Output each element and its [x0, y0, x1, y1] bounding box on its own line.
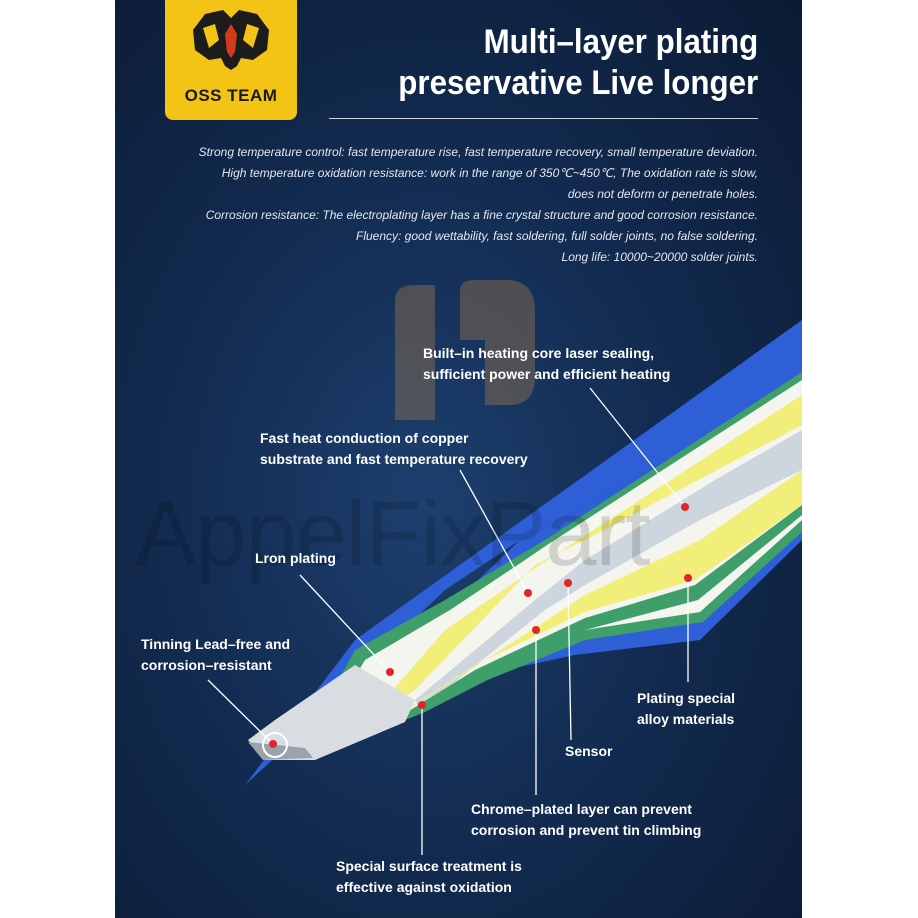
- callout-sensor: Sensor: [565, 741, 612, 762]
- silver-tip: [248, 665, 415, 760]
- spec-line: Long life: 10000~20000 solder joints.: [561, 250, 758, 264]
- watermark-text: AppelFixPart: [135, 483, 651, 585]
- title-divider: [329, 118, 758, 119]
- soldering-tip-illustration: [207, 280, 802, 855]
- callout-copper: Fast heat conduction of copper substrate…: [260, 428, 528, 470]
- callout-line: effective against oxidation: [336, 879, 512, 895]
- title-line-2: preservative Live longer: [398, 64, 758, 102]
- leader-heating-core: [589, 387, 686, 508]
- title-line-1: Multi–layer plating: [483, 23, 758, 61]
- marker-alloy: [684, 574, 692, 582]
- callout-line: Tinning Lead–free and: [141, 636, 291, 652]
- callout-line: Sensor: [565, 743, 613, 759]
- marker-dots: [269, 503, 692, 748]
- callout-surface: Special surface treatment is effective a…: [336, 856, 522, 898]
- copper-core-lower: [375, 470, 802, 730]
- brand-logo: OSS TEAM: [165, 0, 297, 120]
- leader-sensor: [567, 582, 572, 741]
- leader-lines: [207, 387, 689, 855]
- spec-line: High temperature oxidation resistance: w…: [221, 166, 758, 180]
- callout-line: Built–in heating core laser sealing,: [423, 345, 655, 361]
- spec-line: Corrosion resistance: The electroplating…: [205, 208, 758, 222]
- leader-tinning: [207, 679, 274, 745]
- callout-line: Lron plating: [255, 550, 336, 566]
- sensor-channel: [415, 430, 802, 710]
- spec-line: does not deform or penetrate holes.: [567, 187, 758, 201]
- leader-copper: [459, 469, 529, 594]
- watermark-logo-shape: [395, 280, 535, 420]
- callout-line: corrosion and prevent tin climbing: [471, 822, 702, 838]
- spec-line: Strong temperature control: fast tempera…: [198, 145, 758, 159]
- marker-copper: [524, 589, 532, 597]
- leader-iron: [299, 574, 391, 673]
- marker-chrome: [532, 626, 540, 634]
- callout-line: sufficient power and efficient heating: [423, 366, 671, 382]
- spec-list: Strong temperature control: fast tempera…: [118, 142, 758, 268]
- callout-line: Fast heat conduction of copper: [260, 430, 469, 446]
- brand-name: OSS TEAM: [184, 86, 278, 105]
- outer-plating-layer: [245, 320, 802, 785]
- lion-emblem-icon: [193, 10, 269, 70]
- callout-chrome: Chrome–plated layer can prevent corrosio…: [471, 799, 701, 841]
- callout-line: corrosion–resistant: [141, 657, 272, 673]
- marker-surface: [418, 701, 426, 709]
- page-title: Multi–layer plating preservative Live lo…: [398, 22, 758, 104]
- callout-line: Plating special: [637, 690, 736, 706]
- callout-tinning: Tinning Lead–free and corrosion–resistan…: [141, 634, 290, 676]
- callout-iron: Lron plating: [255, 548, 336, 569]
- callout-line: alloy materials: [637, 711, 735, 727]
- marker-tinning: [269, 740, 277, 748]
- callout-line: substrate and fast temperature recovery: [260, 451, 528, 467]
- marker-iron: [386, 668, 394, 676]
- tip-highlight-circle: [262, 732, 288, 758]
- callout-line: Special surface treatment is: [336, 858, 522, 874]
- callout-heating-core: Built–in heating core laser sealing, suf…: [423, 343, 670, 385]
- copper-core-upper: [365, 395, 802, 722]
- marker-heating-core: [681, 503, 689, 511]
- callout-line: Chrome–plated layer can prevent: [471, 801, 692, 817]
- poster: AppelFixPart OSS TEAM Multi–layer platin…: [115, 0, 802, 918]
- callout-alloy: Plating special alloy materials: [637, 688, 735, 730]
- marker-sensor: [564, 579, 572, 587]
- spec-line: Fluency: good wettability, fast solderin…: [356, 229, 758, 243]
